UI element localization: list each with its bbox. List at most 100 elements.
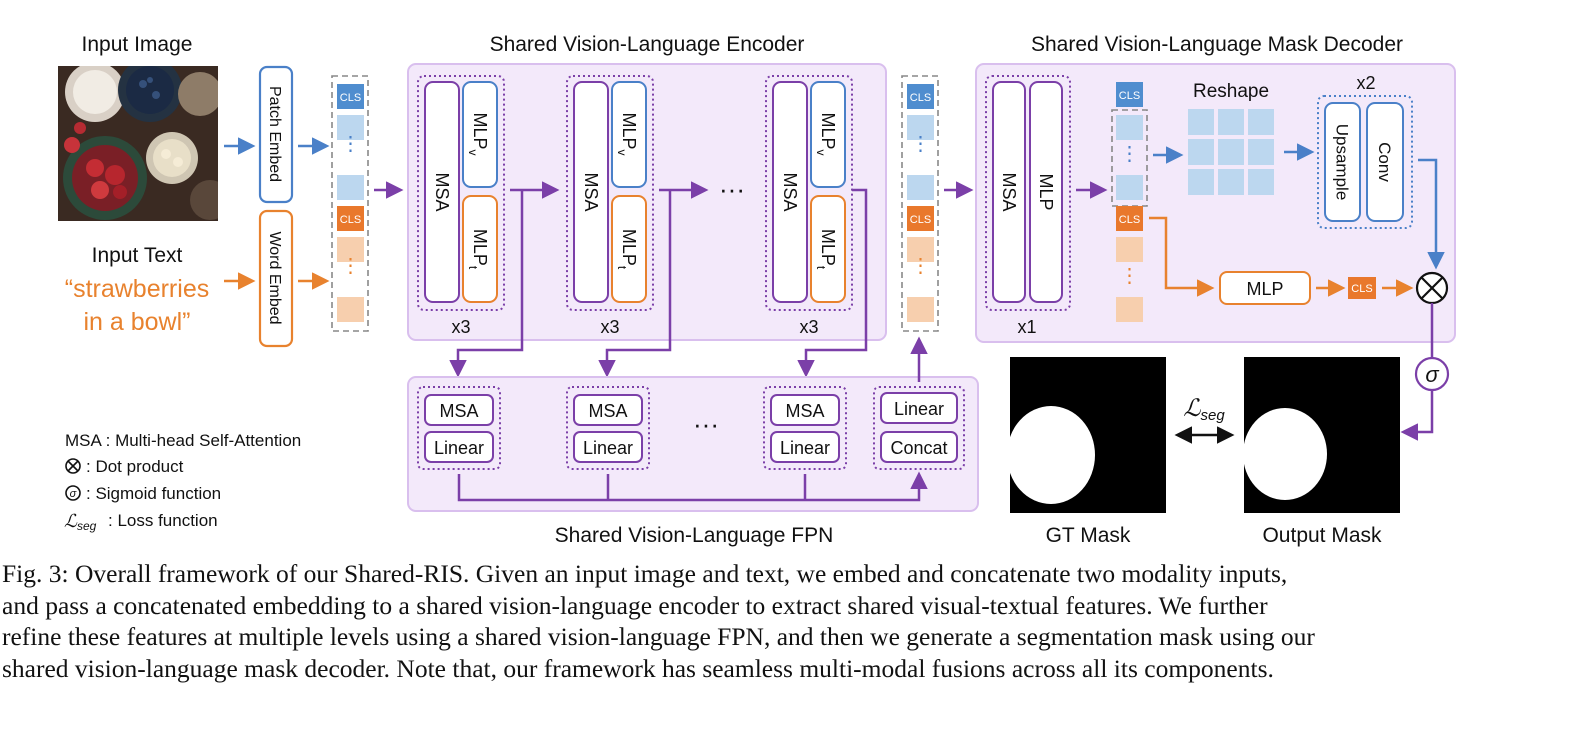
fpn-ellipsis: ··· <box>693 409 719 439</box>
legend-dot: : Dot product <box>86 457 184 476</box>
legend-sigmoid-icon: σ <box>65 485 81 501</box>
mlp-v-label: MLPv <box>814 112 838 155</box>
dot-product-icon <box>1415 271 1449 305</box>
token-text <box>337 297 364 322</box>
repeat-x2-label: x2 <box>1356 73 1375 93</box>
block2-to-fpn-arrow <box>598 190 672 378</box>
token-ellipsis-visual: ⋮ <box>341 133 361 155</box>
decoder-msa-label: MSA <box>999 172 1019 211</box>
input-image-label: Input Image <box>82 33 193 56</box>
fpn-linear-label: Linear <box>780 438 830 458</box>
encoder-output-token-column: CLS ⋮ CLS ⋮ <box>901 75 939 332</box>
encoder-block-1: MSA MLPv MLPt <box>417 75 505 311</box>
block3-to-fpn-arrow <box>797 188 868 378</box>
reshape-label: Reshape <box>1193 81 1269 102</box>
mlp-v-box <box>611 81 647 188</box>
legend-sigmoid-symbol: σ <box>70 488 77 500</box>
token-ellipsis-text: ⋮ <box>1120 265 1140 287</box>
upsample-label: Upsample <box>1333 124 1352 201</box>
fpn-top-linear-label: Linear <box>894 399 944 419</box>
token-text <box>1116 297 1143 322</box>
token-cls-text-label: CLS <box>1119 214 1140 226</box>
token-ellipsis-text: ⋮ <box>341 255 361 277</box>
patch-embed-box <box>258 65 294 204</box>
decoder-mlp-box <box>1029 81 1063 303</box>
text-cls-to-mlp-arrow <box>1149 216 1215 297</box>
token-ellipsis-visual: ⋮ <box>911 133 931 155</box>
token-cls-text-label: CLS <box>910 214 931 226</box>
sigmoid-symbol: σ <box>1425 362 1439 387</box>
fpn-msa-label: MSA <box>785 401 824 421</box>
input-token-column: CLS ⋮ CLS ⋮ <box>331 75 369 332</box>
msa-label: MSA <box>581 172 601 211</box>
head-cls-token <box>1348 277 1376 299</box>
repeat-x3-label: x3 <box>799 317 818 337</box>
token-text <box>907 297 934 322</box>
figure-caption: Fig. 3: Overall framework of our Shared-… <box>0 558 1562 684</box>
fpn-msa-box <box>770 394 840 426</box>
encoder-title: Shared Vision-Language Encoder <box>490 33 805 56</box>
decoder-head-mlp-label: MLP <box>1246 279 1283 299</box>
head-cls-label: CLS <box>1351 283 1372 295</box>
output-mask-image <box>1243 357 1400 513</box>
token-ellipsis-text: ⋮ <box>911 255 931 277</box>
conv-label: Conv <box>1375 142 1394 182</box>
fpn-title: Shared Vision-Language FPN <box>555 524 834 547</box>
token-cls-text <box>907 206 934 231</box>
token-cls-visual-label: CLS <box>910 92 931 104</box>
decoder-msa-box <box>992 81 1026 303</box>
token-visual <box>907 175 934 200</box>
concat-box <box>880 431 958 463</box>
fpn-block-1: MSA Linear <box>417 386 501 470</box>
conv-to-dot-arrow <box>1418 158 1445 270</box>
fpn-block-2: MSA Linear <box>566 386 650 470</box>
food-bowls-photo <box>58 66 218 221</box>
fpn-msa-label: MSA <box>588 401 627 421</box>
token-cls-visual-label: CLS <box>1119 90 1140 102</box>
token-text <box>1116 237 1143 262</box>
legend-sigmoid: : Sigmoid function <box>86 484 221 503</box>
patch-embed-label: Patch Embed <box>266 86 283 182</box>
mlp-t-box <box>611 195 647 303</box>
word-embed-label: Word Embed <box>266 231 283 324</box>
msa-box <box>772 81 808 303</box>
fpn-linear-label: Linear <box>434 438 484 458</box>
fpn-linear-label: Linear <box>583 438 633 458</box>
fpn-bus-line <box>457 471 928 502</box>
token-visual <box>337 175 364 200</box>
fpn-block-3: MSA Linear <box>763 386 847 470</box>
repeat-x3-label: x3 <box>451 317 470 337</box>
msa-box <box>424 81 460 303</box>
word-embed-box <box>258 209 294 348</box>
decoder-head-mlp-box <box>1219 271 1311 305</box>
input-text-label: Input Text <box>92 244 183 267</box>
repeat-x3-label: x3 <box>600 317 619 337</box>
fpn-top-linear-box <box>880 392 958 424</box>
output-mask-label: Output Mask <box>1262 524 1382 547</box>
mlp-v-label: MLPv <box>466 112 490 155</box>
token-visual <box>1116 175 1143 200</box>
msa-box <box>573 81 609 303</box>
decoder-token-column: CLS ⋮ CLS ⋮ <box>1111 82 1148 322</box>
token-cls-text-label: CLS <box>340 214 361 226</box>
legend-loss: : Loss function <box>108 511 218 530</box>
token-cls-visual <box>337 84 364 109</box>
caption-line: refine these features at multiple levels… <box>2 622 1315 651</box>
mlp-v-box <box>810 81 846 188</box>
fpn-msa-box <box>573 394 643 426</box>
sigmoid-icon: σ <box>1414 356 1450 392</box>
encoder-ellipsis: ··· <box>719 174 745 204</box>
mlp-t-label: MLPt <box>615 229 639 270</box>
fpn-msa-label: MSA <box>439 401 478 421</box>
fpn-fusion-block: Linear Concat <box>873 386 965 470</box>
mlp-v-label: MLPv <box>615 112 639 155</box>
repeat-x1-label: x1 <box>1017 317 1036 337</box>
fpn-linear-box <box>424 431 494 463</box>
msa-label: MSA <box>780 172 800 211</box>
gt-mask-image <box>1007 357 1166 513</box>
fpn-linear-box <box>573 431 643 463</box>
decoder-mlp-label: MLP <box>1036 173 1056 210</box>
legend-loss-symbol: ℒseg <box>64 511 97 533</box>
token-visual <box>337 115 364 140</box>
mlp-t-label: MLPt <box>814 229 838 270</box>
